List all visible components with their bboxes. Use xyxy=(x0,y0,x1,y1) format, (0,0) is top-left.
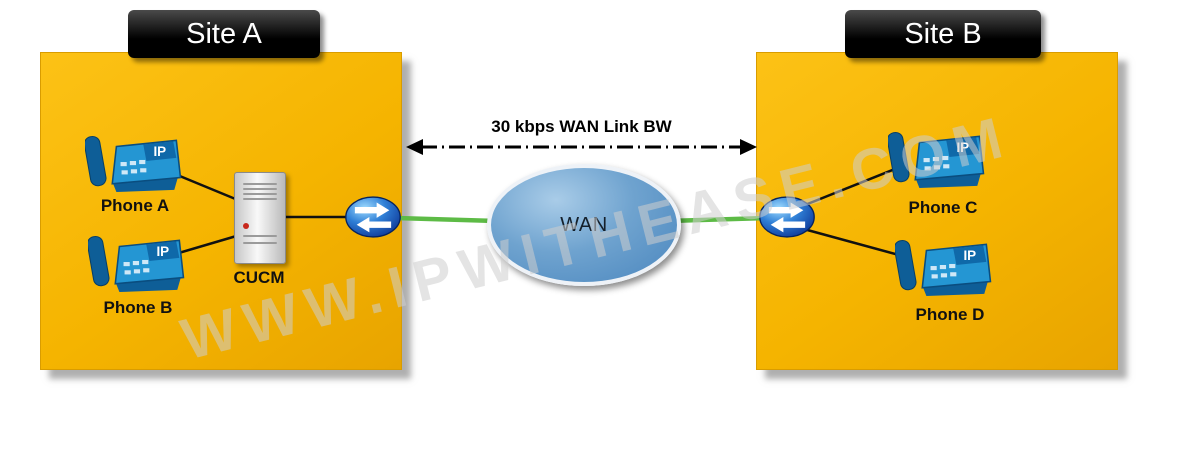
router-icon xyxy=(345,196,401,238)
phone-screen-label: IP xyxy=(963,248,976,263)
site-a-box xyxy=(40,52,402,370)
phone-a-label: Phone A xyxy=(100,196,170,215)
site-a-title: Site A xyxy=(128,10,320,58)
ip-phone-icon: IP xyxy=(86,235,185,292)
phone-screen-label: IP xyxy=(153,144,166,159)
wan-label: WAN xyxy=(560,213,608,236)
phone-screen-label: IP xyxy=(156,244,169,259)
site-b-box xyxy=(756,52,1118,370)
phone-a-icon: IP xyxy=(83,130,185,192)
phone-d-label: Phone D xyxy=(915,305,985,324)
phone-screen-label: IP xyxy=(956,140,969,155)
phone-c-icon: IP xyxy=(886,126,988,188)
router-icon xyxy=(759,196,815,238)
ip-phone-icon: IP xyxy=(886,131,985,188)
router-a-icon xyxy=(344,194,402,240)
site-a-title-label: Site A xyxy=(186,17,262,50)
phone-b-icon: IP xyxy=(86,230,188,292)
site-b-title-label: Site B xyxy=(904,17,982,50)
wan-cloud: WAN xyxy=(487,164,681,286)
ip-phone-icon: IP xyxy=(893,239,992,296)
cucm-server-icon xyxy=(234,172,286,264)
site-b-title: Site B xyxy=(845,10,1041,58)
phone-d-icon: IP xyxy=(893,234,995,296)
phone-b-label: Phone B xyxy=(103,298,173,317)
bandwidth-arrow xyxy=(406,139,757,155)
cucm-label: CUCM xyxy=(233,268,285,287)
phone-c-label: Phone C xyxy=(908,198,978,217)
router-b-icon xyxy=(758,194,816,240)
ip-phone-icon: IP xyxy=(83,135,182,192)
bandwidth-label: 30 kbps WAN Link BW xyxy=(491,117,672,136)
server-led xyxy=(243,223,249,229)
